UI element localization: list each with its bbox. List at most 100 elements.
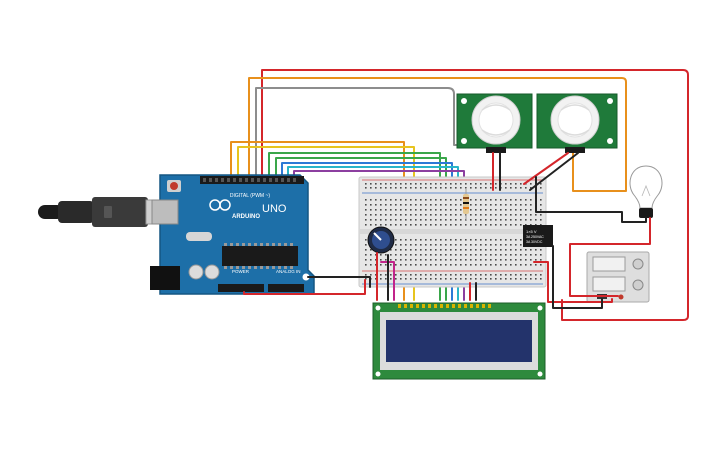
breadboard-hole [525,264,527,266]
lcd-pin [452,304,455,308]
breadboard-hole [470,214,472,216]
breadboard-hole [405,264,407,266]
breadboard-hole [410,239,412,241]
wire-red-outer[interactable] [261,69,689,321]
breadboard-hole [445,187,447,189]
breadboard-hole [475,183,477,185]
breadboard-hole [535,264,537,266]
breadboard-hole [520,224,522,226]
analog-header-label: ANALOG IN [276,269,301,274]
breadboard-hole [365,239,367,241]
wire-red-5v[interactable] [243,279,366,295]
breadboard-hole [480,249,482,251]
pir-sensor-1[interactable] [456,93,533,153]
breadboard-hole [410,224,412,226]
lcd-pin [434,304,437,308]
breadboard-hole [445,274,447,276]
breadboard-hole [530,209,532,211]
breadboard-hole [535,274,537,276]
breadboard-hole [480,183,482,185]
breadboard-hole [370,249,372,251]
breadboard-hole [495,209,497,211]
breadboard-hole [430,219,432,221]
breadboard-hole [440,239,442,241]
breadboard-hole [500,219,502,221]
breadboard-hole [380,278,382,280]
breadboard-hole [440,249,442,251]
breadboard-hole [375,259,377,261]
breadboard-hole [490,244,492,246]
breadboard-hole [475,274,477,276]
breadboard-hole [365,187,367,189]
wire-red-bulb[interactable] [569,217,651,297]
wire-grey-pir[interactable] [255,87,471,176]
breadboard-hole [390,224,392,226]
lcd-pin [482,304,485,308]
breadboard-hole [480,219,482,221]
breadboard-hole [490,254,492,256]
breadboard-hole [485,249,487,251]
breadboard-hole [515,254,517,256]
breadboard-hole [490,264,492,266]
breadboard-hole [450,244,452,246]
breadboard-hole [480,274,482,276]
breadboard-hole [440,209,442,211]
breadboard-hole [485,209,487,211]
breadboard-hole [460,254,462,256]
breadboard-hole [420,224,422,226]
breadboard-hole [405,204,407,206]
breadboard-hole [365,278,367,280]
breadboard-hole [485,187,487,189]
lcd-pin [446,304,449,308]
breadboard-hole [445,204,447,206]
breadboard-hole [435,264,437,266]
breadboard-hole [465,254,467,256]
breadboard-hole [515,274,517,276]
breadboard-hole [505,278,507,280]
lightbulb-icon[interactable] [629,165,663,218]
breadboard-hole [415,204,417,206]
breadboard-hole [415,187,417,189]
wire-black-gnd[interactable] [307,276,371,288]
breadboard-hole [520,244,522,246]
breadboard-hole [495,187,497,189]
relay-module[interactable]: 1×5 V 3A 250VAC 3A 30VDC [523,225,553,247]
power-outlet[interactable] [586,251,650,303]
arduino-uno-board[interactable]: DIGITAL (PWM ~) ARDUINO UNO POWER ANALOG… [150,174,315,295]
breadboard-hole [485,199,487,201]
breadboard-hole [405,249,407,251]
breadboard-hole [400,204,402,206]
capacitor-2 [204,264,220,280]
potentiometer-icon[interactable] [367,226,395,254]
pir-sensor-2[interactable] [536,93,618,153]
breadboard-hole [400,219,402,221]
breadboard[interactable] [358,176,547,288]
breadboard-hole [465,249,467,251]
breadboard-hole [525,214,527,216]
breadboard-hole [365,259,367,261]
breadboard-hole [410,204,412,206]
breadboard-hole [505,259,507,261]
breadboard-hole [400,278,402,280]
breadboard-hole [490,224,492,226]
breadboard-hole [370,199,372,201]
breadboard-hole [490,187,492,189]
breadboard-hole [410,278,412,280]
wire-black-relay[interactable] [535,176,561,213]
lcd-display[interactable] [372,302,546,380]
wire-red-pir2[interactable] [523,152,569,185]
breadboard-hole [415,249,417,251]
wire-black-bulb[interactable] [554,211,647,223]
breadboard-hole [385,224,387,226]
breadboard-hole [515,224,517,226]
resistor-icon[interactable] [463,188,469,220]
wire-magenta-pot[interactable] [380,261,395,301]
breadboard-hole [470,187,472,189]
breadboard-hole [490,183,492,185]
wire-orange-pir[interactable] [248,77,627,192]
wire-black-outlet[interactable] [552,245,603,309]
breadboard-hole [400,187,402,189]
wire-black-pir2[interactable] [529,152,579,191]
wire-red-relay[interactable] [533,261,613,303]
breadboard-hole [435,274,437,276]
